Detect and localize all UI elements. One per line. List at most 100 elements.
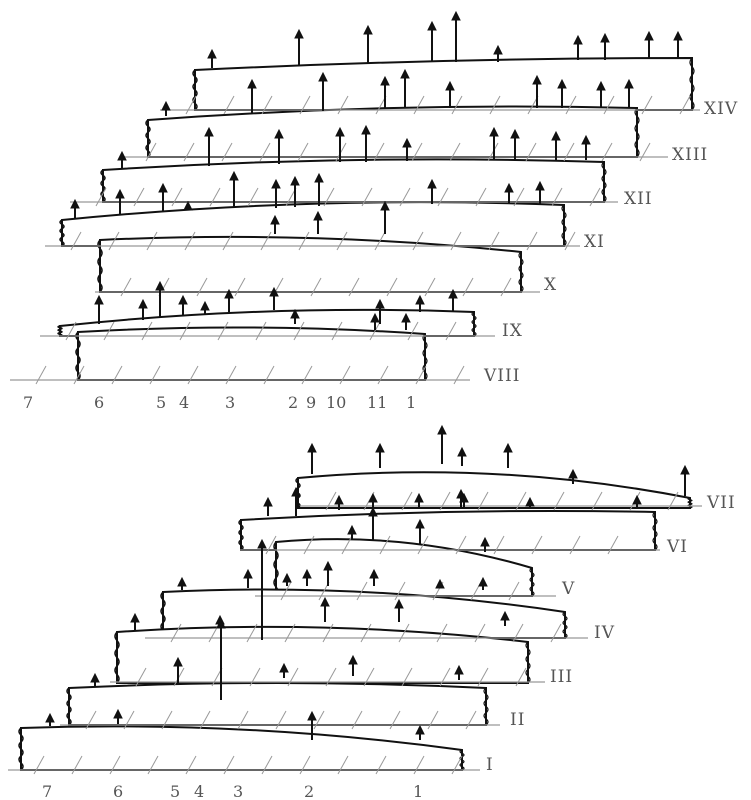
section-label-viii: VIII — [483, 366, 520, 386]
baseline-xii-hatch — [589, 187, 601, 207]
baseline-viii-hatch — [225, 365, 237, 385]
baseline-xiii-hatch — [563, 142, 575, 162]
section-label-xi: XI — [584, 232, 605, 252]
baseline-x-hatch — [386, 277, 398, 297]
up-arrow-top-17-head — [557, 78, 567, 89]
up-arrow-bottom-11-head — [414, 492, 424, 503]
up-arrow-top-38-head — [427, 178, 437, 189]
baseline-ii-hatch — [237, 710, 249, 730]
baseline-vi-hatch — [341, 535, 353, 555]
up-arrow-top-14-head — [400, 68, 410, 79]
layer-ii-right-edge — [483, 687, 489, 726]
up-arrow-bottom-37-head — [279, 662, 289, 673]
baseline-ii-hatch — [351, 710, 363, 730]
up-arrow-bottom-16-head — [257, 538, 267, 549]
baseline-xiii-hatch — [411, 142, 423, 162]
baseline-ii-hatch — [465, 710, 477, 730]
up-arrow-top-27-head — [510, 128, 520, 139]
up-arrow-top-2-head — [363, 24, 373, 35]
layer-ix-left-edge — [57, 325, 63, 337]
station-label-1: 1 — [406, 393, 416, 412]
up-arrow-top-49-head — [224, 288, 234, 299]
up-arrow-bottom-24-head — [302, 568, 312, 579]
baseline-xi-hatch — [222, 231, 234, 251]
baseline-vi-hatch — [569, 535, 581, 555]
baseline-xii-hatch — [209, 187, 221, 207]
baseline-ii-hatch — [313, 710, 325, 730]
baseline-xiii-hatch — [297, 142, 309, 162]
up-arrow-top-21-head — [204, 126, 214, 137]
baseline-x-hatch — [500, 277, 512, 297]
baseline-ii-hatch — [123, 710, 135, 730]
up-arrow-bottom-21-head — [177, 576, 187, 587]
baseline-xi-hatch — [146, 231, 158, 251]
baseline-xiii-hatch — [183, 142, 195, 162]
baseline-vii-hatch — [515, 491, 527, 511]
baseline-xii-hatch — [323, 187, 335, 207]
baseline-xiii-hatch — [449, 142, 461, 162]
up-arrow-top-26-head — [489, 126, 499, 137]
up-arrow-bottom-33-head — [394, 598, 404, 609]
up-arrow-bottom-4-head — [503, 442, 513, 453]
baseline-iv-hatch — [550, 623, 562, 643]
baseline-vi-hatch — [531, 535, 543, 555]
up-arrow-top-25-head — [402, 137, 412, 148]
up-arrow-bottom-6-head — [680, 464, 690, 475]
baseline-viii-hatch — [339, 365, 351, 385]
up-arrow-bottom-3-head — [457, 446, 467, 457]
baseline-ix-hatch — [141, 321, 153, 341]
baseline-ii-hatch — [427, 710, 439, 730]
layer-v-left-edge — [273, 541, 279, 597]
baseline-xiv-hatch — [337, 95, 349, 115]
baseline-i-hatch — [33, 755, 45, 775]
baseline-xii-hatch — [133, 187, 145, 207]
up-arrow-bottom-2-head — [437, 424, 447, 435]
baseline-viii-hatch — [187, 365, 199, 385]
up-arrow-top-39-head — [504, 182, 514, 193]
baseline-xiv-hatch — [451, 95, 463, 115]
section-label-x: X — [544, 275, 557, 295]
baseline-ix-hatch — [65, 321, 77, 341]
baseline-ii-hatch — [85, 710, 97, 730]
station-label-2: 2 — [288, 393, 298, 412]
baseline-vii-hatch — [477, 491, 489, 511]
up-arrow-bottom-28-head — [478, 576, 488, 587]
baseline-vi-hatch — [265, 535, 277, 555]
up-arrow-top-4-head — [451, 10, 461, 21]
baseline-iv-hatch — [322, 623, 334, 643]
up-arrow-top-48-head — [200, 300, 210, 311]
baseline-i-hatch — [451, 755, 463, 775]
up-arrow-top-7-head — [600, 32, 610, 43]
up-arrow-bottom-25-head — [323, 560, 333, 571]
baseline-xiii-hatch — [525, 142, 537, 162]
baseline-viii-hatch — [453, 365, 465, 385]
baseline-ix-hatch — [255, 321, 267, 341]
up-arrow-bottom-27-head — [435, 578, 445, 589]
baseline-i-hatch — [185, 755, 197, 775]
baseline-xi-hatch — [260, 231, 272, 251]
baseline-xii-hatch — [95, 187, 107, 207]
baseline-ii-hatch — [199, 710, 211, 730]
up-arrow-bottom-15-head — [632, 494, 642, 505]
up-arrow-top-33-head — [183, 200, 193, 211]
baseline-xiv-hatch — [641, 95, 653, 115]
layer-i-left-edge — [18, 727, 24, 771]
layer-x-right-edge — [518, 251, 524, 293]
baseline-i-hatch — [71, 755, 83, 775]
baseline-i-hatch — [337, 755, 349, 775]
layer-xii-left-edge — [100, 169, 106, 203]
station-label-6: 6 — [94, 393, 104, 412]
baseline-vi-hatch — [455, 535, 467, 555]
up-arrow-top-46-head — [155, 280, 165, 291]
up-arrow-bottom-8-head — [291, 486, 301, 497]
baseline-i-hatch — [375, 755, 387, 775]
baseline-viii-hatch — [111, 365, 123, 385]
baseline-iv-hatch — [436, 623, 448, 643]
baseline-ii-hatch — [161, 710, 173, 730]
up-arrow-bottom-13-head — [459, 492, 469, 503]
baseline-vii-hatch — [553, 491, 565, 511]
section-label-iv: IV — [594, 623, 615, 643]
layer-ii — [68, 682, 487, 726]
baseline-xi-hatch — [184, 231, 196, 251]
baseline-xi-hatch — [526, 231, 538, 251]
